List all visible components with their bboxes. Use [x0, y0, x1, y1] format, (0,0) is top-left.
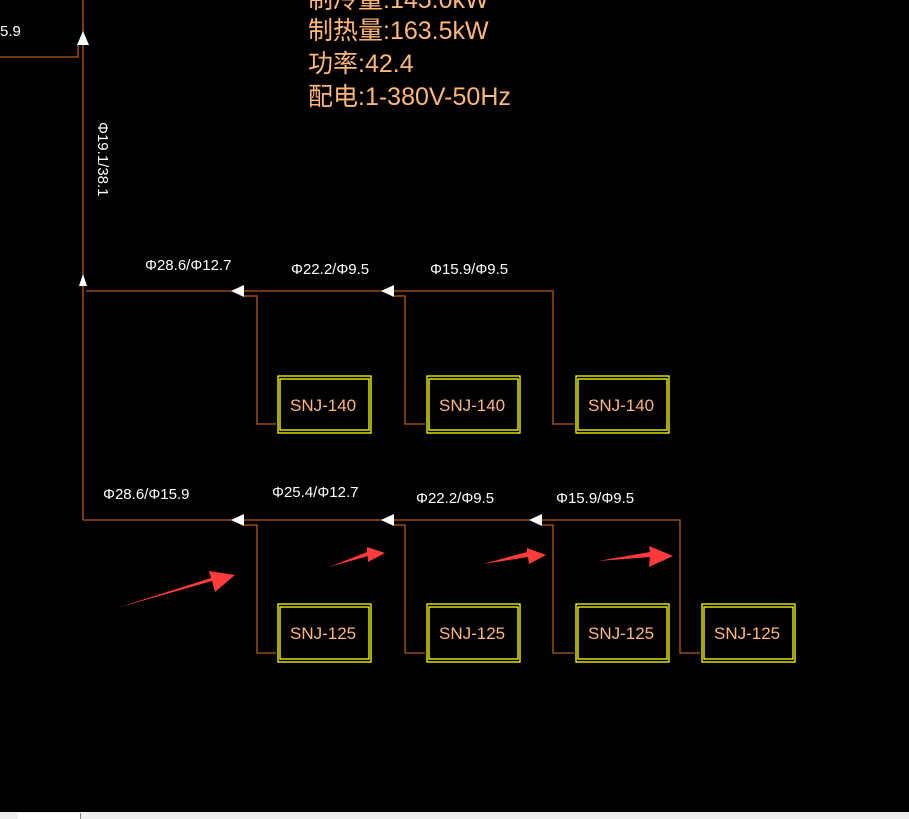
pipe-label: Φ28.6/Φ15.9 [103, 486, 190, 503]
upper-branch: Φ28.6/Φ12.7 Φ22.2/Φ9.5 Φ15.9/Φ9.5 SNJ-14… [86, 257, 670, 434]
branch-arrow-icon [381, 285, 394, 297]
annotation-arrows [117, 546, 673, 608]
unit-model: SNJ-125 [714, 624, 780, 643]
spec-cooling: 制冷量:145.0kW [308, 0, 489, 14]
indoor-unit[interactable]: SNJ-125 [426, 603, 521, 663]
indoor-unit[interactable]: SNJ-140 [575, 375, 670, 434]
riser-label: Φ19.1/38.1 [94, 122, 111, 197]
spec-heating: 制热量:163.5kW [308, 17, 489, 45]
unit-model: SNJ-140 [439, 396, 505, 415]
indoor-unit[interactable]: SNJ-140 [426, 375, 521, 434]
spec-power: 功率:42.4 [308, 50, 414, 78]
red-arrow-icon [483, 548, 546, 564]
flow-arrow-up-icon [77, 31, 89, 45]
model-tab[interactable] [18, 813, 81, 819]
unit-model: SNJ-125 [588, 624, 654, 643]
pipe-label: Φ22.2/Φ9.5 [291, 261, 369, 278]
branch-arrow-icon [231, 285, 244, 297]
incoming-pipe [0, 45, 79, 58]
spec-supply: 配电:1-380V-50Hz [308, 83, 511, 111]
indoor-unit[interactable]: SNJ-125 [575, 603, 670, 663]
red-arrow-icon [117, 571, 235, 608]
indoor-unit[interactable]: SNJ-140 [277, 375, 372, 434]
pipe-label: Φ15.9/Φ9.5 [556, 490, 634, 507]
branch-arrow-icon [231, 514, 244, 526]
flow-arrow-up-icon [79, 274, 87, 286]
unit-model: SNJ-140 [588, 396, 654, 415]
unit-model: SNJ-125 [290, 624, 356, 643]
pipe-label: Φ25.4/Φ12.7 [272, 484, 359, 501]
pipe-label: Φ22.2/Φ9.5 [416, 490, 494, 507]
branch-arrow-icon [529, 514, 542, 526]
edge-label: 5.9 [0, 23, 21, 40]
spec-block: 制冷量:145.0kW 制热量:163.5kW 功率:42.4 配电:1-380… [308, 0, 511, 111]
pipe-label: Φ15.9/Φ9.5 [430, 261, 508, 278]
red-arrow-icon [598, 546, 673, 567]
indoor-unit[interactable]: SNJ-125 [277, 603, 372, 663]
indoor-unit[interactable]: SNJ-125 [701, 603, 796, 663]
lower-branch: Φ28.6/Φ15.9 Φ25.4/Φ12.7 Φ22.2/Φ9.5 Φ15.9… [83, 484, 796, 663]
branch-arrow-icon [381, 514, 394, 526]
unit-model: SNJ-125 [439, 624, 505, 643]
status-bar [0, 812, 909, 819]
unit-model: SNJ-140 [290, 396, 356, 415]
pipe-label: Φ28.6/Φ12.7 [145, 257, 232, 274]
red-arrow-icon [329, 547, 385, 567]
